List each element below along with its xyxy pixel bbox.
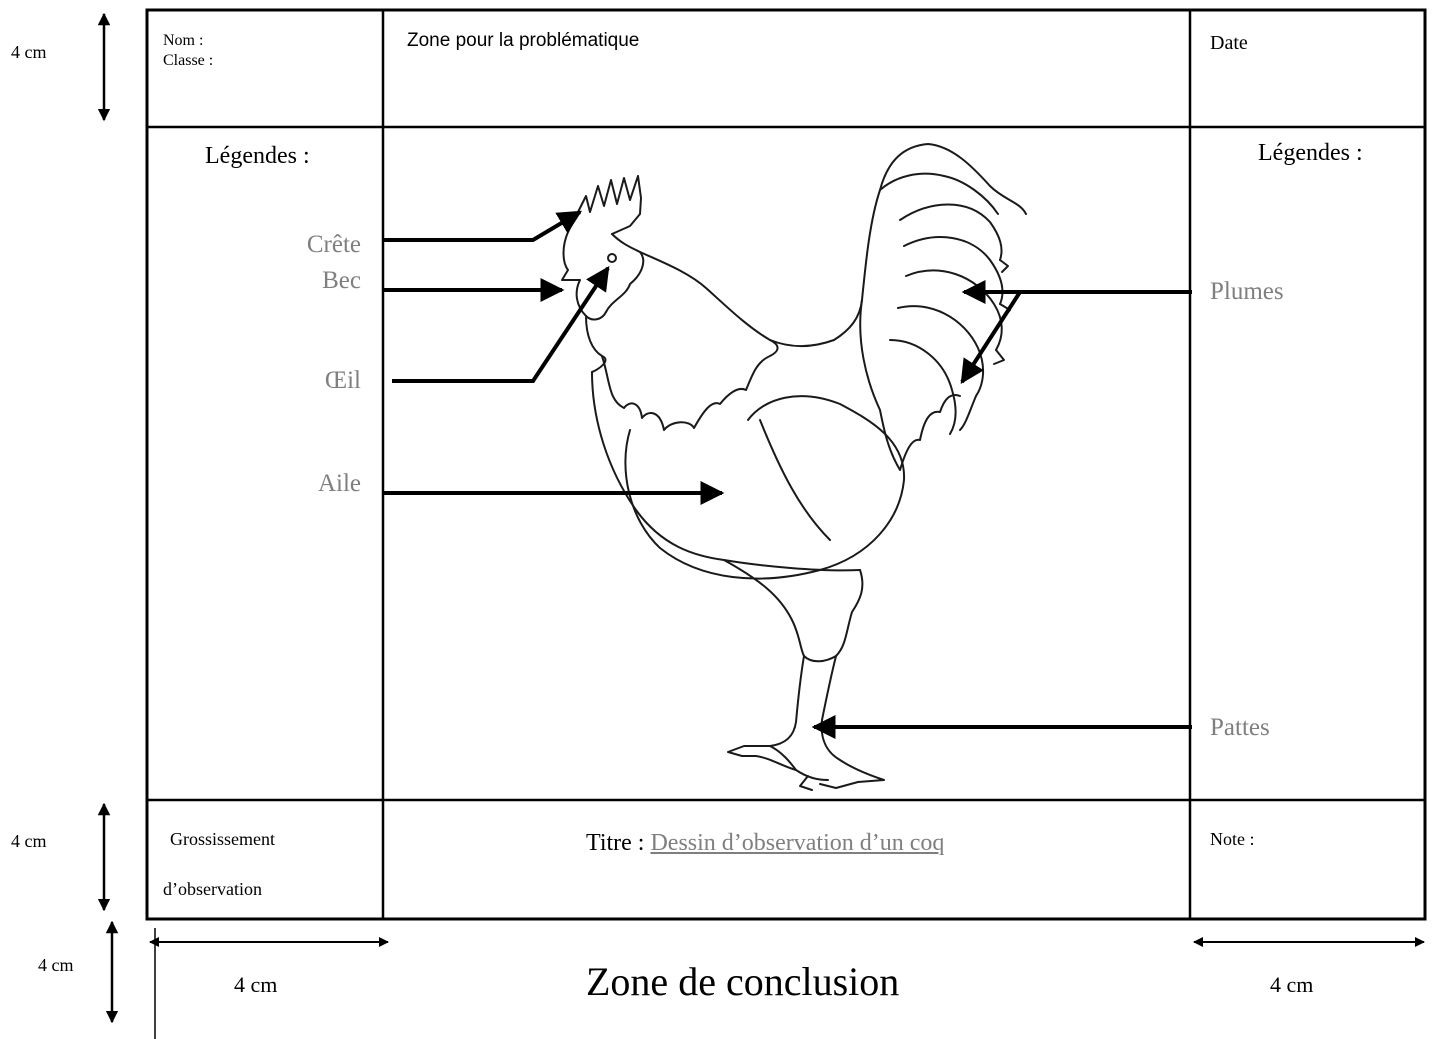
rooster-drawing — [561, 143, 1027, 791]
arrow-plumes-2 — [960, 290, 1054, 385]
legend-bec: Bec — [322, 267, 361, 294]
classe-label: Classe : — [163, 52, 214, 69]
right-legendes-title: Légendes : — [1258, 140, 1363, 166]
arrow-crete — [384, 210, 583, 242]
sheet-border — [145, 8, 1427, 921]
nom-label: Nom : — [163, 32, 204, 49]
titre-label: Titre : — [586, 830, 645, 856]
titre-value: Dessin d’observation d’un coq — [650, 830, 945, 856]
titre-line: Titre : Dessin d’observation d’un coq — [586, 830, 944, 857]
dimension-label-below: 4 cm — [38, 955, 74, 975]
dimension-label-top: 4 cm — [11, 42, 47, 62]
legend-plumes: Plumes — [1210, 278, 1284, 305]
problematique-zone: Zone pour la problématique — [407, 30, 640, 51]
arrow-oeil — [392, 266, 610, 383]
legend-oeil: Œil — [324, 367, 361, 394]
grossissement-line1: Grossissement — [170, 829, 275, 849]
dimension-label-footer: 4 cm — [11, 831, 47, 851]
left-legendes-title: Légendes : — [205, 143, 310, 169]
note-label: Note : — [1210, 829, 1255, 849]
dimension-label-bottom-left: 4 cm — [234, 972, 278, 997]
legend-crete: Crête — [306, 231, 361, 258]
grossissement-line2: d’observation — [163, 879, 262, 899]
legend-pattes: Pattes — [1210, 714, 1270, 741]
legend-aile: Aile — [317, 470, 361, 497]
legend-arrows — [384, 210, 1192, 739]
date-label: Date — [1210, 32, 1248, 54]
dimension-label-bottom-right: 4 cm — [1270, 972, 1314, 997]
conclusion-zone: Zone de conclusion — [586, 959, 900, 1004]
